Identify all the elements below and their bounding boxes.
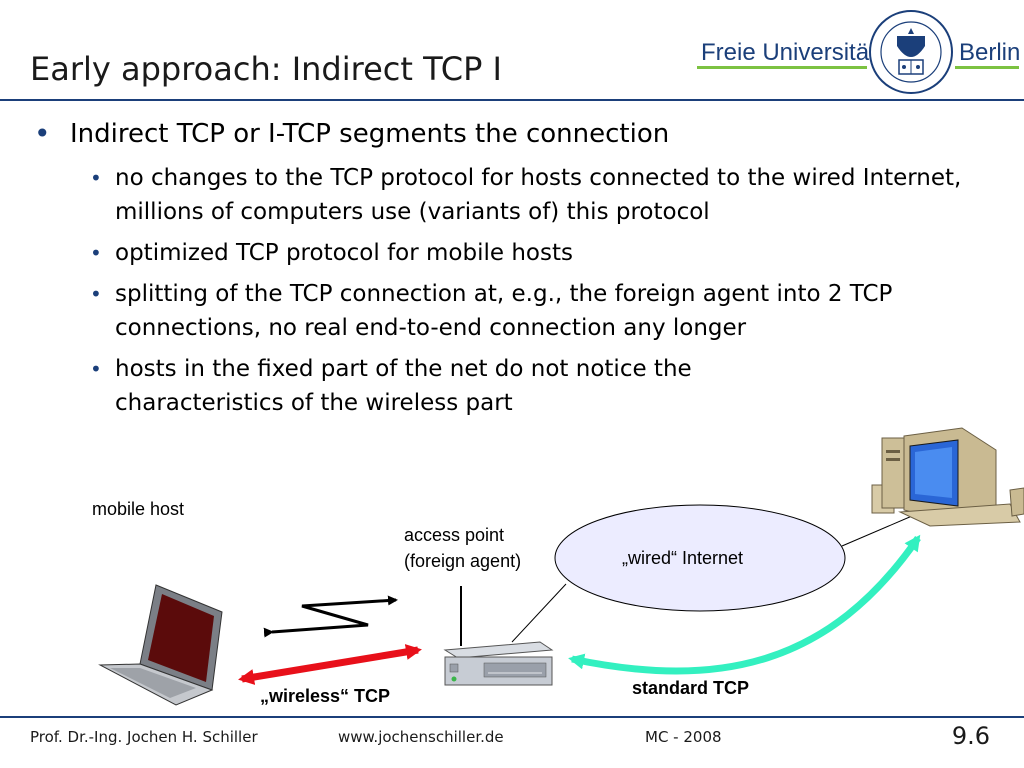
access-point-label: access point [404, 525, 505, 545]
bullet-main-text: Indirect TCP or I-TCP segments the conne… [70, 119, 670, 149]
mobile-host-label: mobile host [92, 499, 185, 519]
itcp-diagram [98, 427, 1024, 706]
sub-bullet-text: no changes to the TCP protocol for hosts… [115, 165, 962, 225]
logo-text-left: Freie Universität [701, 39, 876, 66]
logo-text-right: Berlin [959, 39, 1019, 66]
internet-to-host-line [841, 515, 913, 547]
wired-internet-label: „wired“ Internet [622, 548, 744, 568]
sub-bullet-text: optimized TCP protocol for mobile hosts [115, 240, 573, 266]
sub-bullet-text: hosts in the fixed part of the net do no… [115, 356, 692, 416]
radio-link-icon [263, 595, 398, 638]
footer-url: www.jochenschiller.de [338, 728, 504, 746]
standard-tcp-label: standard TCP [632, 678, 750, 698]
bullet-main: • Indirect TCP or I-TCP segments the con… [30, 117, 1010, 151]
standard-tcp-arrow [568, 534, 921, 675]
wireless-tcp-arrow [238, 644, 422, 685]
bullet-dot-icon: • [90, 166, 102, 190]
sub-bullet: • hosts in the fixed part of the net do … [30, 352, 1010, 420]
access-point-device-icon [443, 641, 554, 686]
bullet-dot-icon: • [90, 282, 102, 306]
sub-bullet: • optimized TCP protocol for mobile host… [30, 236, 1010, 270]
desktop-computer-icon [871, 427, 1024, 527]
sub-bullet: • splitting of the TCP connection at, e.… [30, 277, 1010, 345]
wireless-tcp-label: „wireless“ TCP [260, 686, 391, 706]
foreign-agent-label: (foreign agent) [404, 551, 522, 571]
bullet-dot-icon: • [90, 357, 102, 381]
laptop-icon [98, 584, 223, 706]
slide-title: Early approach: Indirect TCP I [30, 50, 502, 88]
university-logo: Freie Universität Berlin [697, 10, 1019, 94]
title-divider [0, 99, 1024, 101]
bullet-dot-icon: • [90, 241, 102, 265]
footer-course: MC - 2008 [645, 728, 722, 746]
bullet-list: • Indirect TCP or I-TCP segments the con… [30, 117, 1010, 420]
bullet-dot-icon: • [34, 117, 51, 150]
seal-icon [869, 10, 953, 94]
sub-bullet-text: splitting of the TCP connection at, e.g.… [115, 281, 893, 341]
page-number: 9.6 [951, 722, 990, 750]
ap-to-internet-line [511, 583, 567, 643]
footer-divider [0, 716, 1024, 718]
sub-bullet: • no changes to the TCP protocol for hos… [30, 161, 1010, 229]
footer-author: Prof. Dr.-Ing. Jochen H. Schiller [30, 728, 258, 746]
